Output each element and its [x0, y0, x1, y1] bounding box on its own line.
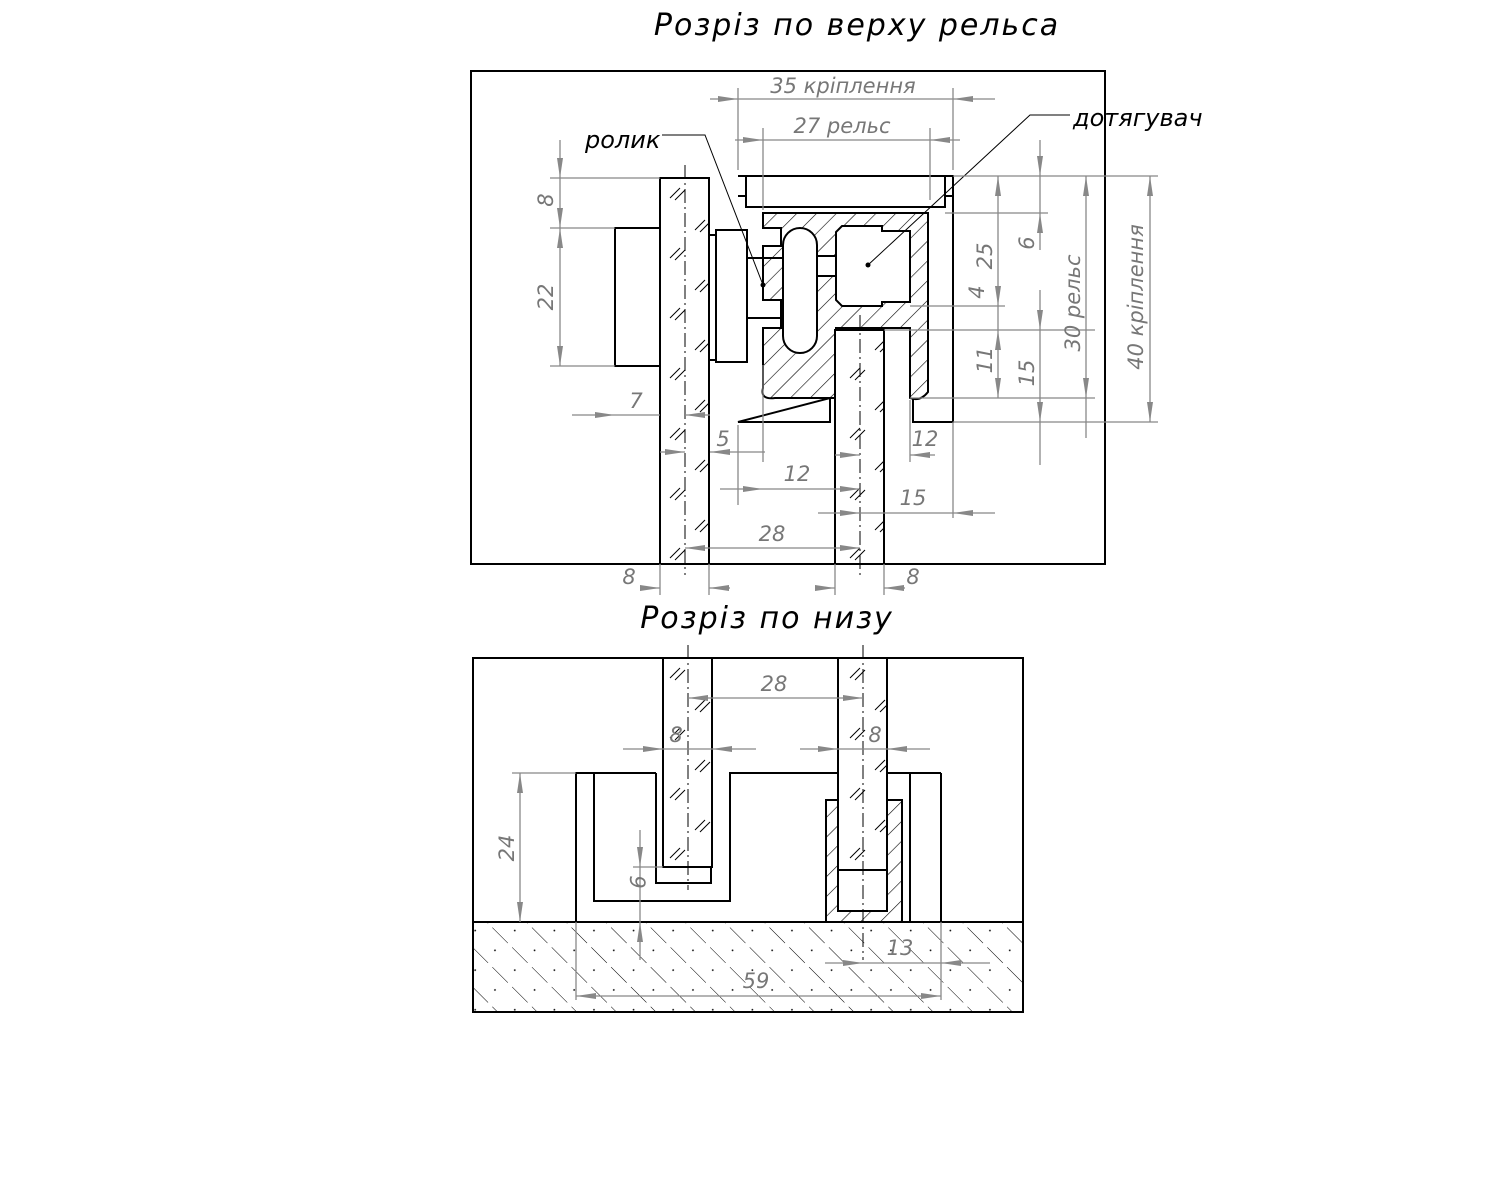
dim-11: 11	[973, 347, 997, 374]
dim-8-left: 8	[622, 565, 635, 589]
top-section-title: Розріз по верху рельса	[654, 8, 1060, 43]
dim-7: 7	[629, 389, 643, 413]
dim-25: 25	[973, 243, 997, 270]
bottom-section: Розріз по низу 28 8 8 24 9 13	[472, 601, 1024, 1013]
dim-15-vert: 15	[1015, 360, 1039, 387]
dim-8-right: 8	[906, 565, 919, 589]
roller-spacer	[708, 234, 717, 361]
dimensions-top: 35 кріплення 27 рельс 8 22 7 5 12 12 15 …	[534, 74, 1158, 595]
roller-wheel	[782, 227, 818, 354]
dim-rail-27: 27 рельс	[794, 114, 891, 138]
dim-9: 9	[625, 875, 649, 888]
dim-8-bottom-left: 8	[669, 723, 682, 747]
dim-28-bottom: 28	[761, 672, 788, 696]
dimensions-bottom: 28 8 8 24 9 13 59	[495, 672, 990, 1000]
bottom-section-title: Розріз по низу	[640, 601, 894, 636]
dim-13: 13	[887, 936, 914, 960]
closer-label: дотягувач	[1072, 104, 1203, 132]
roller-leader	[662, 134, 764, 286]
top-frame	[470, 70, 1106, 565]
roller-stem	[816, 255, 838, 277]
closer-box	[835, 225, 911, 307]
dim-15-horiz: 15	[900, 486, 927, 510]
dim-rail-30: 30 рельс	[1061, 254, 1085, 351]
dim-mount-40: 40 кріплення	[1124, 224, 1148, 369]
bracket-cap	[738, 176, 953, 208]
dim-mount-35: 35 кріплення	[770, 74, 915, 98]
dim-4: 4	[965, 285, 989, 298]
dim-24: 24	[495, 835, 519, 862]
dim-59: 59	[743, 969, 770, 993]
dim-8-vert: 8	[534, 193, 558, 206]
top-section: Розріз по верху рельса ролик дотягувач 3…	[470, 8, 1203, 595]
dim-6: 6	[1015, 236, 1039, 249]
dim-28: 28	[759, 522, 786, 546]
dim-12-lower: 12	[784, 462, 811, 486]
closer-leader	[867, 114, 1070, 266]
dim-22: 22	[534, 284, 558, 311]
dim-5: 5	[716, 427, 729, 451]
wall-block	[614, 227, 661, 367]
dim-8-bottom-right: 8	[868, 723, 881, 747]
floor-channel	[575, 772, 942, 922]
glass-hatch	[663, 658, 712, 867]
roller-label: ролик	[584, 126, 661, 154]
roller-plate	[715, 229, 748, 363]
dim-12-right: 12	[912, 427, 939, 451]
